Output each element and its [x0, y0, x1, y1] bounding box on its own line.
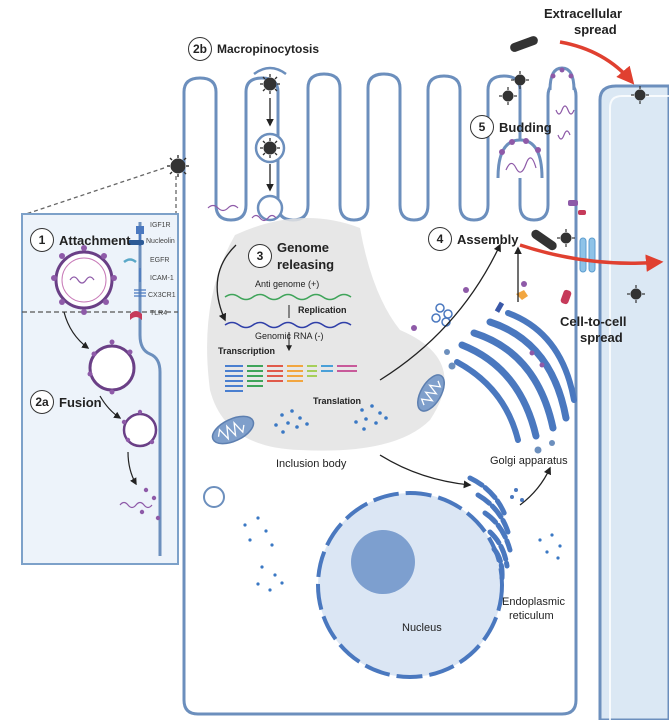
nucleus-label: Nucleus [402, 622, 442, 634]
inset-arrows [63, 311, 137, 486]
extracellular-spread-label-line2: spread [574, 22, 617, 37]
anti-genome-strand [224, 293, 352, 301]
endoplasmic-reticulum-shape [467, 475, 513, 581]
step-3-label: Genome [277, 240, 330, 255]
neighbor-cell-inner [609, 95, 669, 720]
step-3-number: 3 [248, 244, 272, 268]
inset-membrane [138, 222, 162, 556]
step-2a-number: 2a [30, 390, 54, 414]
genomic-rna-label: Genomic RNA (-) [255, 331, 324, 341]
replication-label: Replication [298, 305, 347, 315]
inclusion-body-label: Inclusion body [276, 458, 347, 470]
translated-proteins [243, 404, 562, 592]
step-2a-label: Fusion [59, 394, 102, 410]
virion-icons [167, 36, 649, 303]
nuclear-envelope [316, 491, 504, 679]
inset-zoom-lines [25, 167, 177, 215]
budding-virions [496, 66, 576, 179]
vesicle [203, 486, 225, 508]
step-3: 3 [248, 244, 272, 268]
flow-arrows [216, 98, 551, 506]
receptor-icam1: ICAM-1 [150, 275, 174, 282]
golgi-label: Golgi apparatus [490, 455, 568, 467]
cell-to-cell-spread-label-line1: Cell-to-cell [560, 314, 627, 329]
golgi-vesicles [444, 349, 555, 454]
extracellular-spread-label-line1: Extracellular [544, 6, 623, 21]
cell-junction [579, 237, 596, 273]
cell-to-cell-spread-label-line2: spread [580, 330, 623, 345]
receptor-igf1r: IGF1R [150, 222, 171, 229]
spread-arrows [519, 40, 664, 272]
genomic-rna-strand [224, 321, 352, 329]
nucleolus [351, 530, 415, 594]
receptor-egfr: EGFR [150, 257, 170, 264]
mitochondrion-left [211, 415, 255, 445]
step-5-label: Budding [499, 119, 552, 135]
transcription-label: Transcription [218, 346, 276, 356]
assembly-proteins [411, 200, 586, 331]
step-2b-number: 2b [188, 37, 212, 61]
step-2a: 2a Fusion [30, 390, 102, 414]
step-4-number: 4 [428, 227, 452, 251]
receptor-cx3cr1: CX3CR1 [148, 292, 176, 299]
step-4: 4 Assembly [428, 227, 518, 251]
mrna-transcripts [225, 365, 357, 392]
er-label-line1: Endoplasmic [502, 596, 565, 608]
step-1-label: Attachment [59, 232, 131, 248]
step-2b-label: Macropinocytosis [217, 42, 320, 56]
step-4-label: Assembly [457, 231, 519, 247]
er-vesicles [510, 488, 524, 502]
inset-receptors [123, 226, 146, 320]
inclusion-body-shape [207, 218, 445, 451]
er-label-line2: reticulum [509, 610, 554, 622]
mitochondrion-right [417, 374, 445, 412]
step-5-number: 5 [470, 115, 494, 139]
anti-genome-label: Anti genome (+) [255, 279, 320, 289]
receptor-nucleolin: Nucleolin [146, 238, 175, 245]
inset-virions [51, 245, 161, 521]
step-1: 1 Attachment [30, 228, 131, 252]
golgi-apparatus-shape [454, 310, 577, 443]
receptor-tlr4: TLR4 [150, 310, 168, 317]
neighbor-cell [598, 84, 669, 722]
step-1-number: 1 [30, 228, 54, 252]
step-2b: 2b Macropinocytosis [188, 37, 319, 61]
step-5: 5 Budding [470, 115, 552, 139]
step-3-label-line2: releasing [277, 257, 335, 272]
translation-label: Translation [313, 396, 362, 406]
